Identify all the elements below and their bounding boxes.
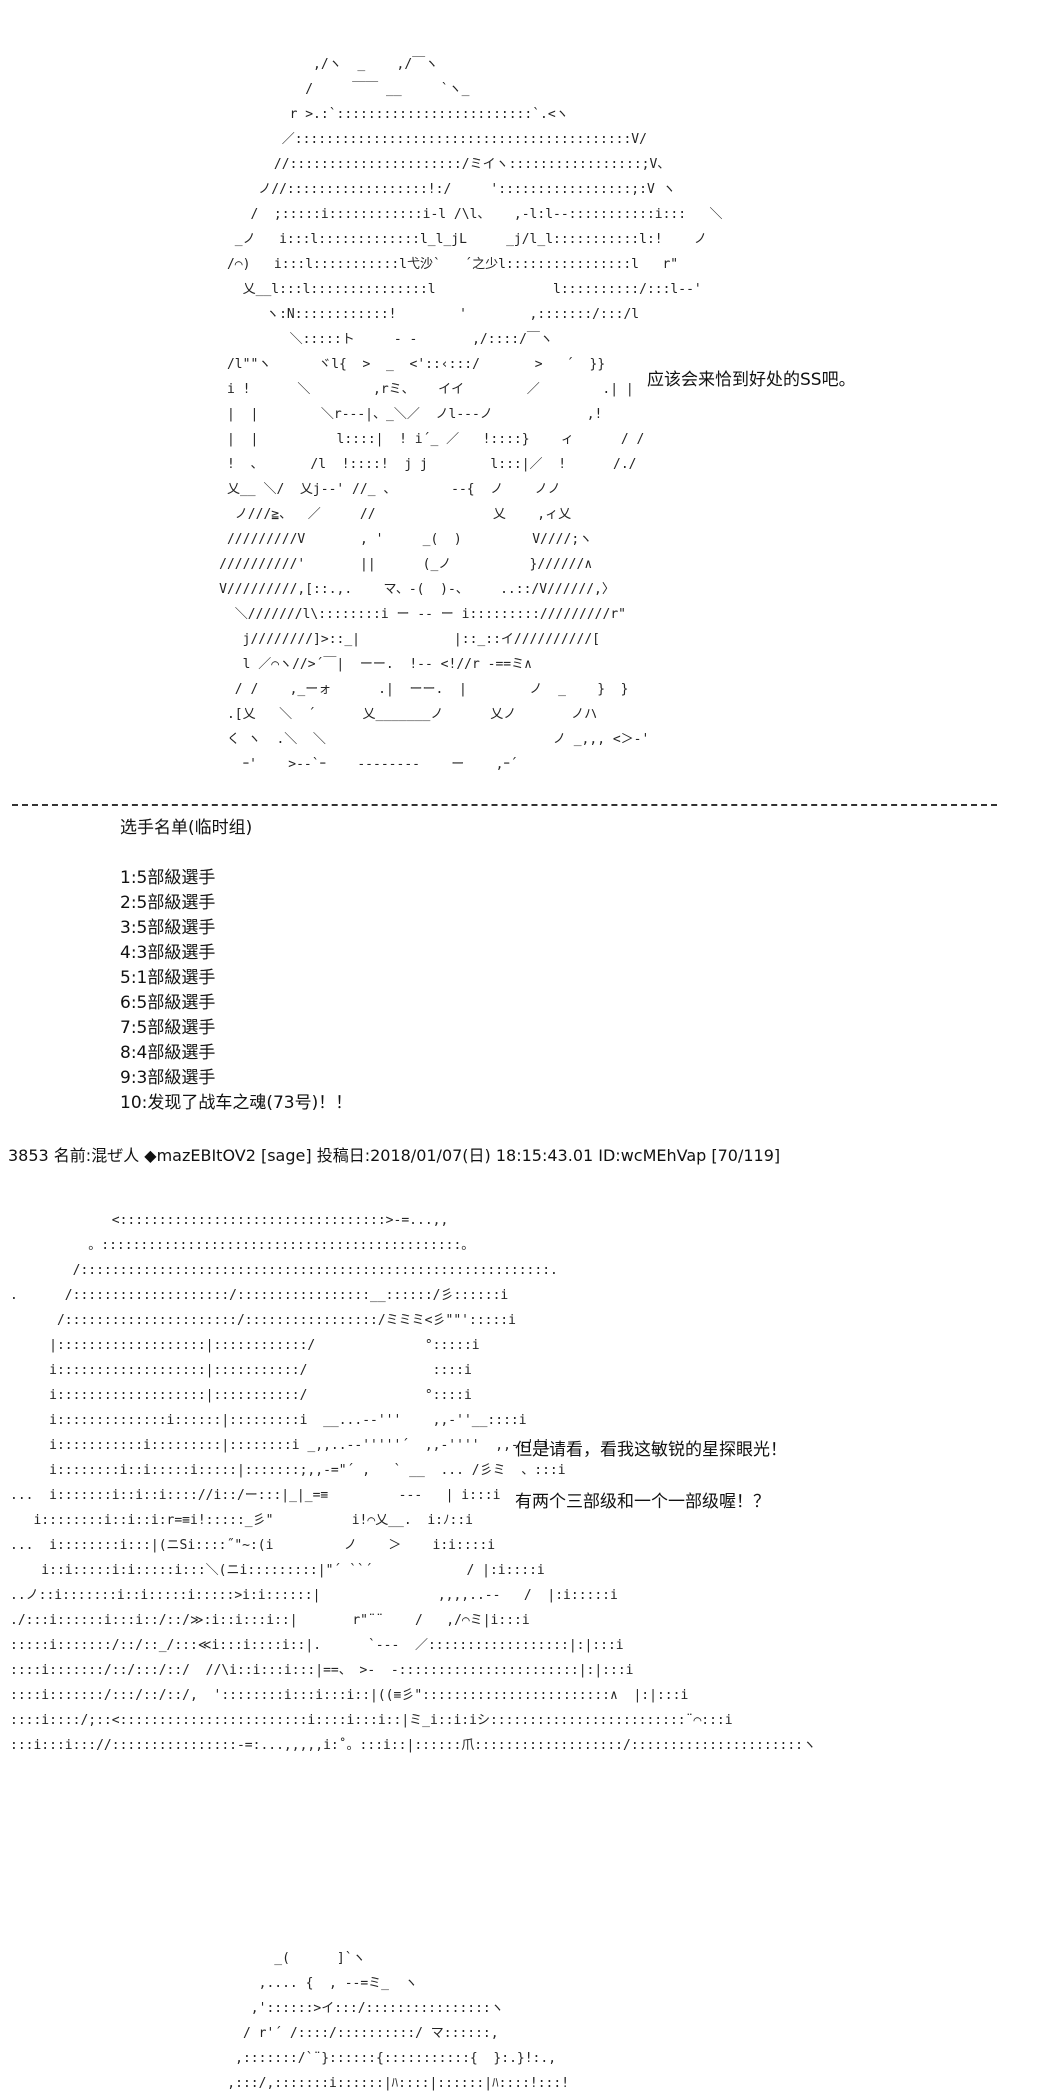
top-ascii-art: ,/ヽ _ ,/￣ヽ / ￣￣ __ `ヽ_ r >.:`:::::::::::… <box>219 57 723 772</box>
roster-entry: 3:5部級選手 <box>120 918 216 938</box>
dashed-divider <box>12 804 997 806</box>
roster-entry: 7:5部級選手 <box>120 1018 216 1038</box>
roster-entry: 9:3部級選手 <box>120 1068 216 1088</box>
roster-entry: 10:发现了战车之魂(73号)！！ <box>120 1093 353 1113</box>
post-header: 3853 名前:混ぜ人 ◆mazEBItOV2 [sage] 投稿日:2018/… <box>8 1146 781 1165</box>
roster-entry: 1:5部級選手 <box>120 868 216 888</box>
roster-list: 1:5部級選手 2:5部級選手 3:5部級選手 4:3部級選手 5:1部級選手 … <box>120 866 352 1116</box>
top-art-caption: 应该会来恰到好处的SS吧。 <box>647 370 856 390</box>
roster-entry: 4:3部級選手 <box>120 943 216 963</box>
bottom-ascii-art: _( ]`ヽ ,.... { , --=ミ_ ヽ ,'::::::>イ:::/:… <box>227 1951 570 2091</box>
roster-entry: 8:4部級選手 <box>120 1043 216 1063</box>
roster-entry: 2:5部級選手 <box>120 893 216 913</box>
middle-art-line-2: 有两个三部级和一个一部级喔！？ <box>515 1492 770 1512</box>
roster-entry: 6:5部級選手 <box>120 993 216 1013</box>
middle-ascii-art: <::::::::::::::::::::::::::::::::::>-=..… <box>10 1213 817 1753</box>
roster-entry: 5:1部級選手 <box>120 968 216 988</box>
middle-art-line-1: 但是请看，看我这敏锐的星探眼光！ <box>515 1440 787 1460</box>
roster-title: 选手名单(临时组) <box>120 818 253 838</box>
roster-section: 选手名单(临时组) 1:5部級選手 2:5部級選手 3:5部級選手 4:3部級選… <box>120 816 352 1116</box>
